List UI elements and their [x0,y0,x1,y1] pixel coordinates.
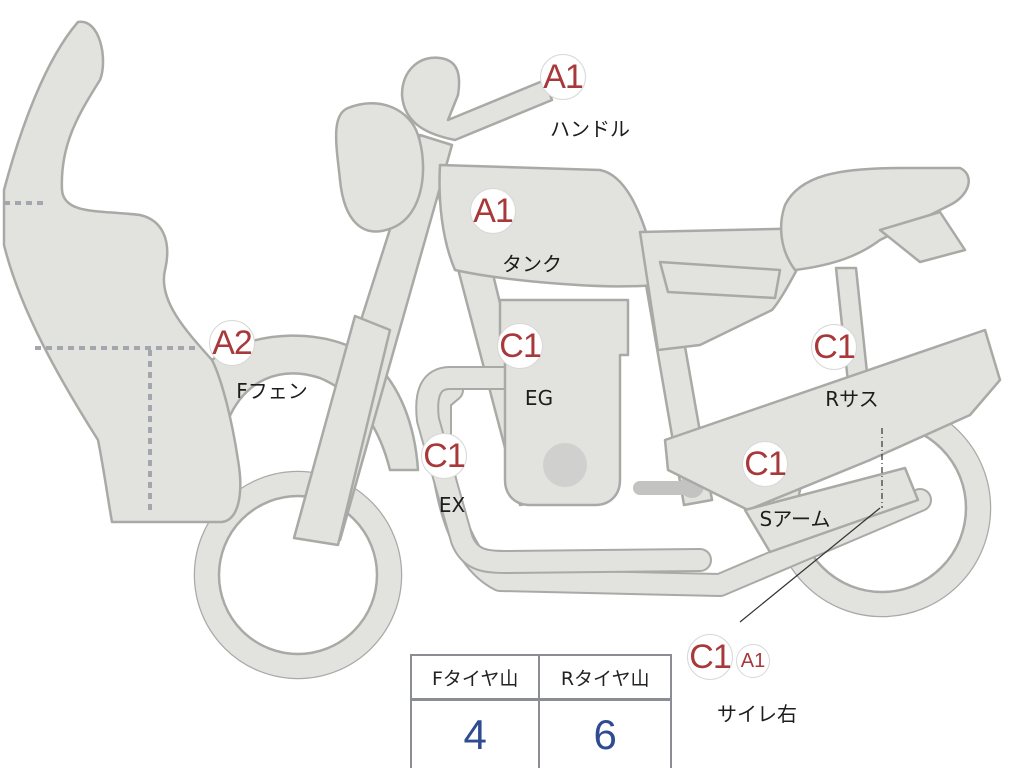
grade-badge-exhaust: C1 [421,433,467,479]
fairing-split-vertical [35,346,195,512]
tire-tread-table: Fタイヤ山 Rタイヤ山 4 6 [409,654,672,768]
fairing [2,20,242,524]
part-label-rear-suspension: Rサス [825,387,879,411]
tail-cowl [878,210,967,264]
handlebar [400,56,554,142]
grade-badge-handle: A1 [540,54,586,100]
grade-badge-front-fender: A2 [209,320,255,366]
grade-badge-rear-suspension: C1 [811,324,857,370]
grade-badge-tank: A1 [470,188,516,234]
part-label-muffler-right: サイレ右 [717,702,797,726]
tire-table-header-row: Fタイヤ山 Rタイヤ山 [409,654,672,701]
grade-badge-muffler-right: C1 [687,634,733,680]
engine-cover [543,443,587,487]
front-tire-value: 4 [409,698,541,768]
muffler-leader-line [739,507,881,623]
tire-table-value-row: 4 6 [409,698,672,768]
part-label-tank: タンク [502,252,562,276]
chain-cover [743,466,920,554]
headlight [334,102,425,233]
part-label-exhaust: EX [438,493,466,517]
part-label-swing-arm: Sアーム [759,507,831,531]
front-tire-header: Fタイヤ山 [409,654,541,701]
rear-tire-header: Rタイヤ山 [538,654,672,701]
part-label-handle: ハンドル [550,117,630,141]
part-label-engine: EG [524,386,554,410]
grade-badge-engine: C1 [497,323,543,369]
rear-tire-value: 6 [538,698,672,768]
seat [779,166,970,272]
front-wheel [193,470,403,680]
fork-lower [292,314,392,547]
grade-badge-swing-arm: C1 [742,441,788,487]
grade-badge-muffler-right-secondary: A1 [736,644,770,678]
part-label-front-fender: Fフェン [236,379,308,403]
seat-base [658,260,782,300]
